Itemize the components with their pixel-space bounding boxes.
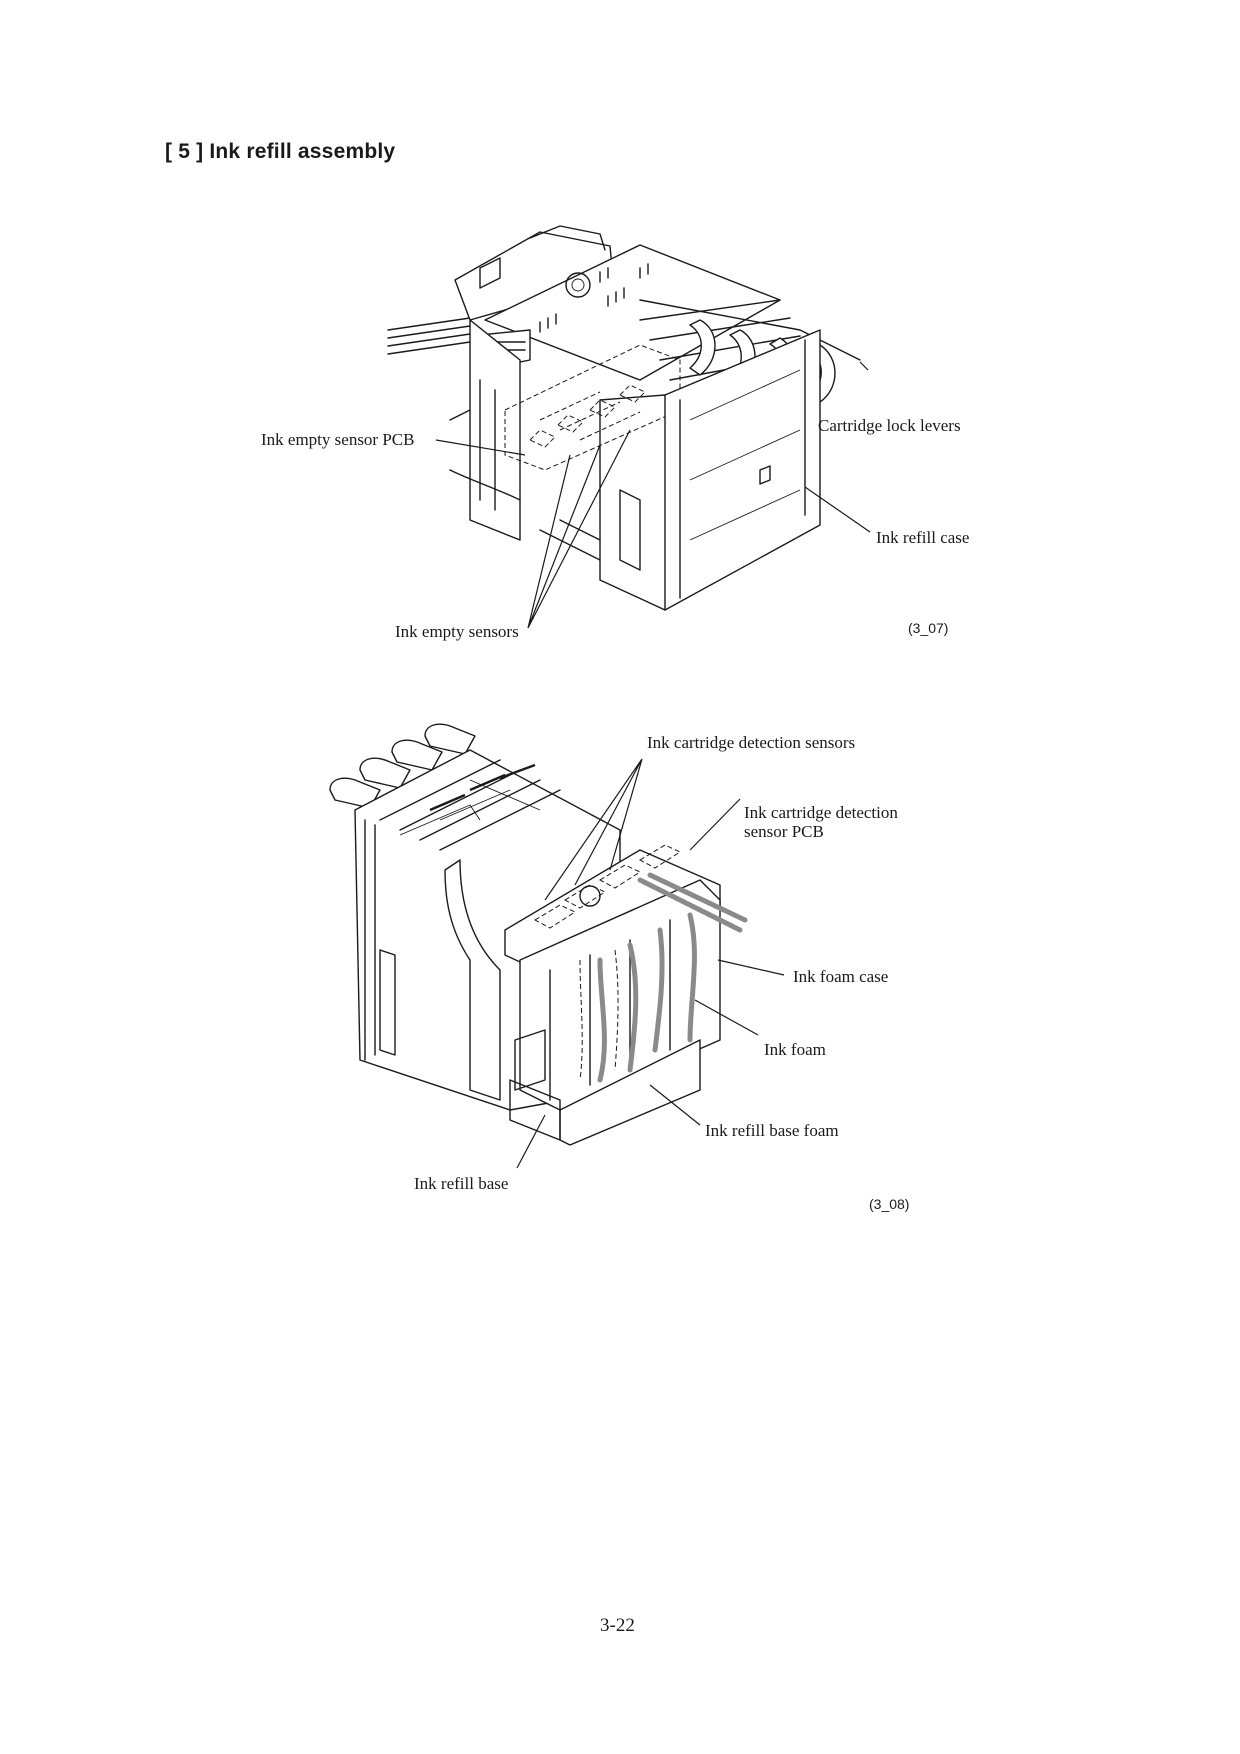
label-ink-cartridge-detection-sensor-pcb: Ink cartridge detection sensor PCB: [744, 803, 898, 841]
label-ink-refill-base: Ink refill base: [414, 1174, 509, 1193]
label-pcb-line2: sensor PCB: [744, 822, 824, 841]
label-ink-foam: Ink foam: [764, 1040, 826, 1059]
label-ink-empty-sensor-pcb: Ink empty sensor PCB: [261, 430, 415, 449]
label-cartridge-lock-levers: Cartridge lock levers: [818, 416, 961, 435]
label-ink-refill-case: Ink refill case: [876, 528, 970, 547]
label-ink-cartridge-detection-sensors: Ink cartridge detection sensors: [647, 733, 856, 752]
label-pcb-line1: Ink cartridge detection: [744, 803, 898, 822]
label-ink-empty-sensors: Ink empty sensors: [395, 622, 519, 641]
section-heading: [ 5 ] Ink refill assembly: [165, 140, 396, 163]
figure-2-id: (3_08): [869, 1196, 910, 1212]
figure-1-id: (3_07): [908, 620, 949, 636]
label-ink-foam-case: Ink foam case: [793, 967, 889, 986]
page-number: 3-22: [600, 1615, 635, 1636]
label-ink-refill-base-foam: Ink refill base foam: [705, 1121, 839, 1140]
